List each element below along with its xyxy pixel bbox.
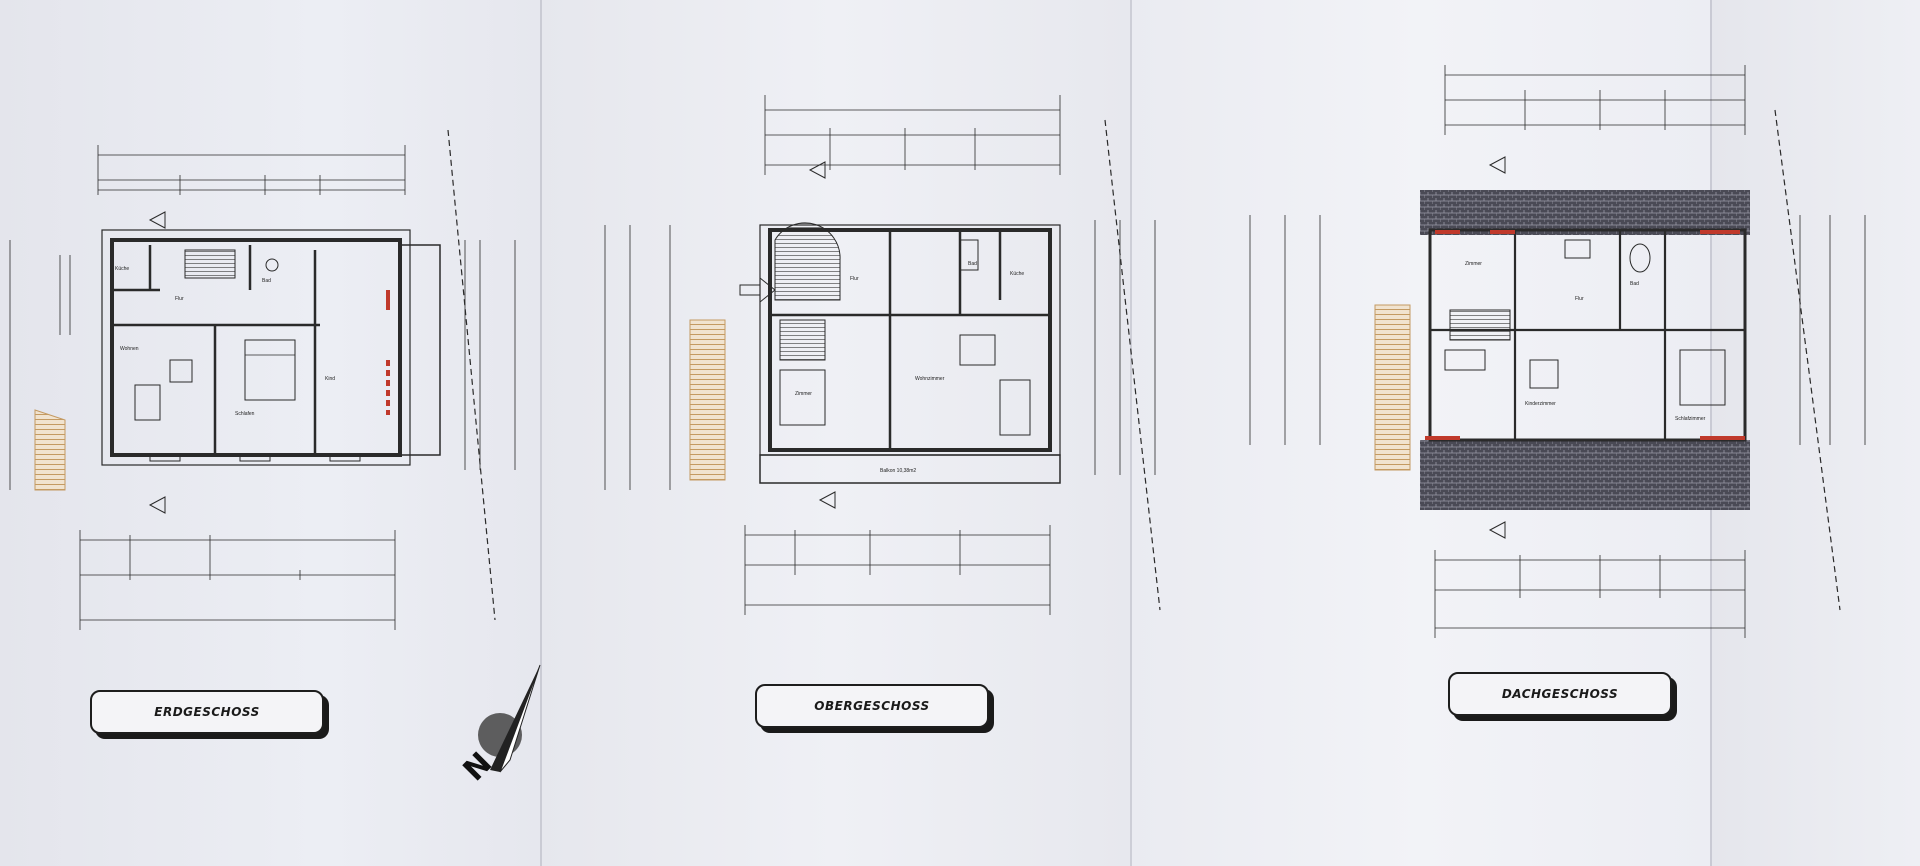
svg-text:Balkon 10,38m2: Balkon 10,38m2	[880, 468, 916, 474]
floor-label-dachgeschoss: DACHGESCHOSS	[1448, 672, 1672, 716]
svg-text:Flur: Flur	[175, 296, 184, 302]
svg-text:Zimmer: Zimmer	[1465, 261, 1482, 267]
svg-text:Flur: Flur	[1575, 296, 1584, 302]
floor-label-erdgeschoss: ERDGESCHOSS	[90, 690, 324, 734]
floor-label-text: OBERGESCHOSS	[814, 699, 930, 713]
erdgeschoss-plan: Wohnen Schlafen Flur Bad Kind Küche	[9, 129, 516, 630]
svg-text:Küche: Küche	[115, 266, 129, 272]
paper-fold	[1710, 0, 1712, 866]
obergeschoss-plan: Zimmer Flur Bad Wohnzimmer Küche Balkon …	[604, 95, 1161, 615]
svg-text:Kinderzimmer: Kinderzimmer	[1525, 401, 1556, 407]
paper-fold	[1130, 0, 1132, 866]
svg-text:Schlafzimmer: Schlafzimmer	[1675, 416, 1706, 422]
north-arrow-icon: N	[457, 664, 541, 788]
svg-text:Kind: Kind	[325, 376, 335, 382]
svg-text:Bad: Bad	[262, 278, 271, 284]
svg-text:Zimmer: Zimmer	[795, 391, 812, 397]
svg-text:Wohnzimmer: Wohnzimmer	[915, 376, 945, 382]
floor-label-text: ERDGESCHOSS	[154, 705, 260, 719]
dachgeschoss-plan: Zimmer Flur Bad Kinderzimmer Schlafzimme…	[1249, 65, 1866, 638]
svg-text:Schlafen: Schlafen	[235, 411, 255, 417]
paper-fold	[540, 0, 542, 866]
svg-text:Bad: Bad	[968, 261, 977, 267]
plan-sheet-dachgeschoss	[1130, 0, 1710, 866]
floor-label-obergeschoss: OBERGESCHOSS	[755, 684, 989, 728]
svg-text:Bad: Bad	[1630, 281, 1639, 287]
svg-text:Küche: Küche	[1010, 271, 1024, 277]
svg-text:Wohnen: Wohnen	[120, 346, 139, 352]
floor-label-text: DACHGESCHOSS	[1501, 687, 1619, 701]
svg-text:Flur: Flur	[850, 276, 859, 282]
